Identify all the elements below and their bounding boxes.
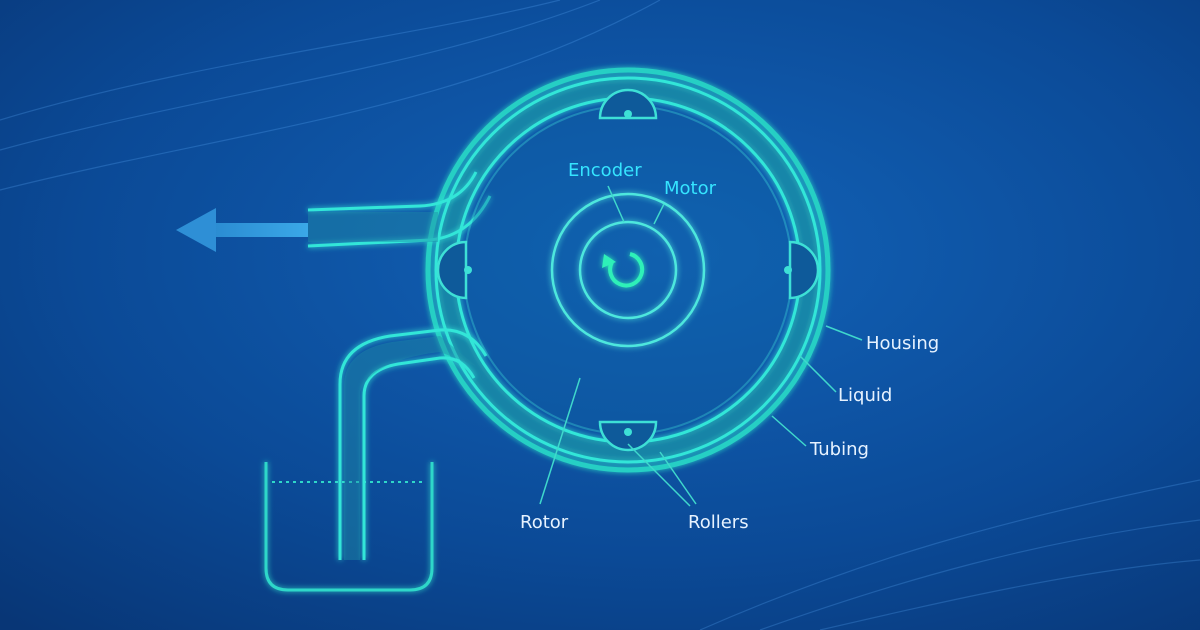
leader-rollers-2 [659,451,697,505]
outlet-tube [307,171,492,248]
label-housing: Housing [866,333,939,354]
leader-liquid [799,355,837,393]
rotate-arrow-icon [602,252,645,288]
roller-right [788,240,820,300]
arrow-left-icon [176,208,308,252]
beaker [264,462,434,592]
leader-motor [653,203,665,225]
inlet-tube-fill [344,336,476,560]
leader-encoder [607,185,625,223]
roller-pins [464,110,792,436]
label-rotor: Rotor [520,512,569,533]
leader-rotor [539,377,581,505]
leader-lines [539,185,863,507]
rotor [463,105,793,435]
leader-tubing [771,415,807,447]
label-rollers: Rollers [688,512,749,533]
label-liquid: Liquid [838,385,892,406]
motor [550,192,706,348]
roller-top [598,88,658,120]
leader-housing [825,325,863,341]
label-motor: Motor [664,178,717,199]
roller-left [436,240,468,300]
encoder [578,220,678,320]
leader-rollers [627,443,691,507]
outlet-tube-fill [308,212,438,242]
label-encoder: Encoder [568,160,642,181]
rollers [436,88,820,452]
inlet-tube [338,328,488,560]
label-tubing: Tubing [809,439,869,460]
